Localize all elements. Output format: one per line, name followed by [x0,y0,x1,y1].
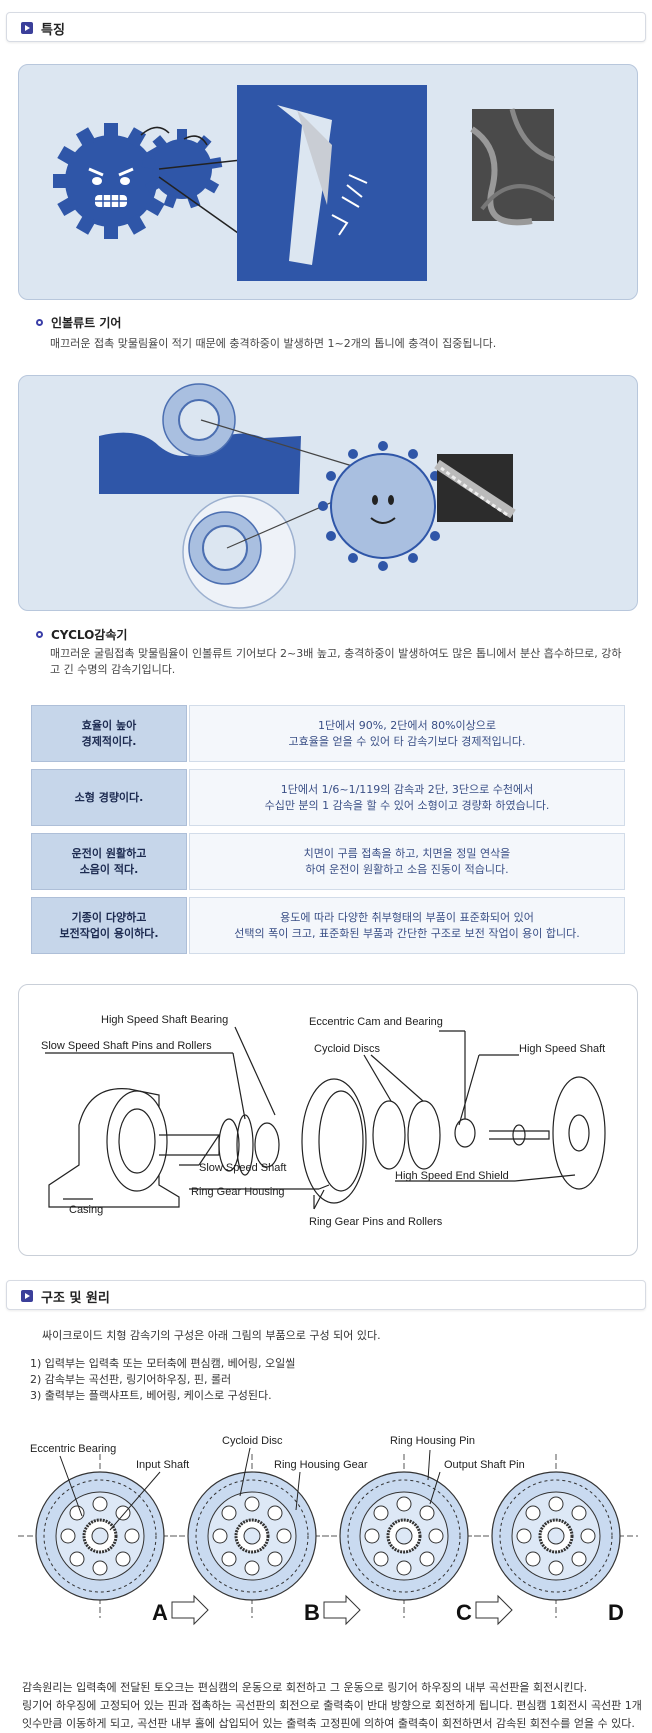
structure-item-3: 3) 출력부는 플랙샤프트, 베어링, 케이스로 구성된다. [30,1389,272,1402]
principle-diagram: A B C D Eccentric Bearing Input Shaft Cy… [16,1435,640,1625]
bullet-icon [36,319,43,326]
small-gear-icon [141,129,223,209]
involute-description: 매끄러운 접촉 맞물림율이 적기 때문에 충격하중이 발생하면 1~2개의 톱니… [50,337,497,350]
label-high-speed-shaft-bearing: High Speed Shaft Bearing [101,1014,228,1026]
step-c-label: C [456,1600,472,1625]
label-ring-housing-pin: Ring Housing Pin [390,1435,475,1447]
structure-item-1: 1) 입력부는 입력축 또는 모터축에 편심캠, 베어링, 오일씰 [30,1357,296,1370]
label-slow-speed-shaft: Slow Speed Shaft [199,1162,286,1174]
involute-gear-svg [53,85,556,281]
section-title: 구조 및 원리 [41,1291,110,1306]
cycloid-disc-icon [318,441,448,571]
cyclo-illustration [18,375,638,611]
label-high-speed-shaft: High Speed Shaft [519,1043,605,1055]
feature-label: 소형 경량이다. [31,769,187,826]
exploded-view-svg: High Speed Shaft Bearing Slow Speed Shaf… [41,1014,606,1228]
label-slow-speed-shaft-pins: Slow Speed Shaft Pins and Rollers [41,1040,212,1052]
label-input-shaft: Input Shaft [136,1459,189,1471]
structure-intro: 싸이크로이드 치형 감속기의 구성은 아래 그림의 부품으로 구성 되어 있다. [42,1329,381,1342]
label-eccentric-bearing: Eccentric Bearing [30,1443,116,1455]
section-title: 특징 [41,23,65,38]
label-cycloid-disc: Cycloid Disc [222,1435,283,1447]
cyclo-photo [434,454,516,522]
cyclo-title: CYCLO감속기 [36,626,127,643]
involute-title: 인볼류트 기어 [36,314,121,331]
label-casing: Casing [69,1204,103,1216]
step-a-label: A [152,1600,168,1625]
principle-line-3: 잇수만큼 이동하게 되고, 곡선판 내부 홀에 삽입되어 있는 출력축 고정핀에… [22,1717,635,1730]
section-marker-icon [21,1290,33,1302]
cyclo-title-text: CYCLO감속기 [51,628,128,642]
structure-item-2: 2) 감속부는 곡선판, 링기어하우징, 핀, 롤러 [30,1373,232,1386]
section-header-features: 특징 [6,12,646,42]
principle-line-1: 감속원리는 입력축에 전달된 토오크는 편심캠의 운동으로 회전하고 그 운동으… [22,1681,588,1694]
feature-row: 소형 경량이다. 1단에서 1/6~1/119의 감속과 2단, 3단으로 수천… [31,769,625,826]
section-marker-icon [21,22,33,34]
label-ring-gear-pins: Ring Gear Pins and Rollers [309,1216,443,1228]
section-header-structure: 구조 및 원리 [6,1280,646,1310]
label-eccentric-cam: Eccentric Cam and Bearing [309,1016,443,1028]
cyclo-svg [99,383,516,609]
label-cycloid-discs: Cycloid Discs [314,1043,381,1055]
tooth-profile-closeup [237,85,427,281]
bullet-icon [36,631,43,638]
principle-line-2: 링기어 하우징에 고정되어 있는 핀과 접촉하는 곡선판의 회전으로 출력축이 … [22,1699,642,1712]
step-d-label: D [608,1600,624,1625]
label-output-shaft-pin: Output Shaft Pin [444,1459,525,1471]
cyclo-description: 매끄러운 굴림접촉 맞물림율이 인볼류트 기어보다 2~3배 높고, 충격하중이… [50,647,622,676]
stress-photo [470,108,556,226]
label-high-speed-end-shield: High Speed End Shield [395,1170,509,1182]
exploded-view-diagram: High Speed Shaft Bearing Slow Speed Shaf… [18,984,638,1256]
label-ring-gear-housing: Ring Gear Housing [191,1186,285,1198]
involute-title-text: 인볼류트 기어 [51,316,122,330]
step-b-label: B [304,1600,320,1625]
involute-gear-illustration [18,64,638,300]
label-ring-housing-gear: Ring Housing Gear [274,1459,368,1471]
